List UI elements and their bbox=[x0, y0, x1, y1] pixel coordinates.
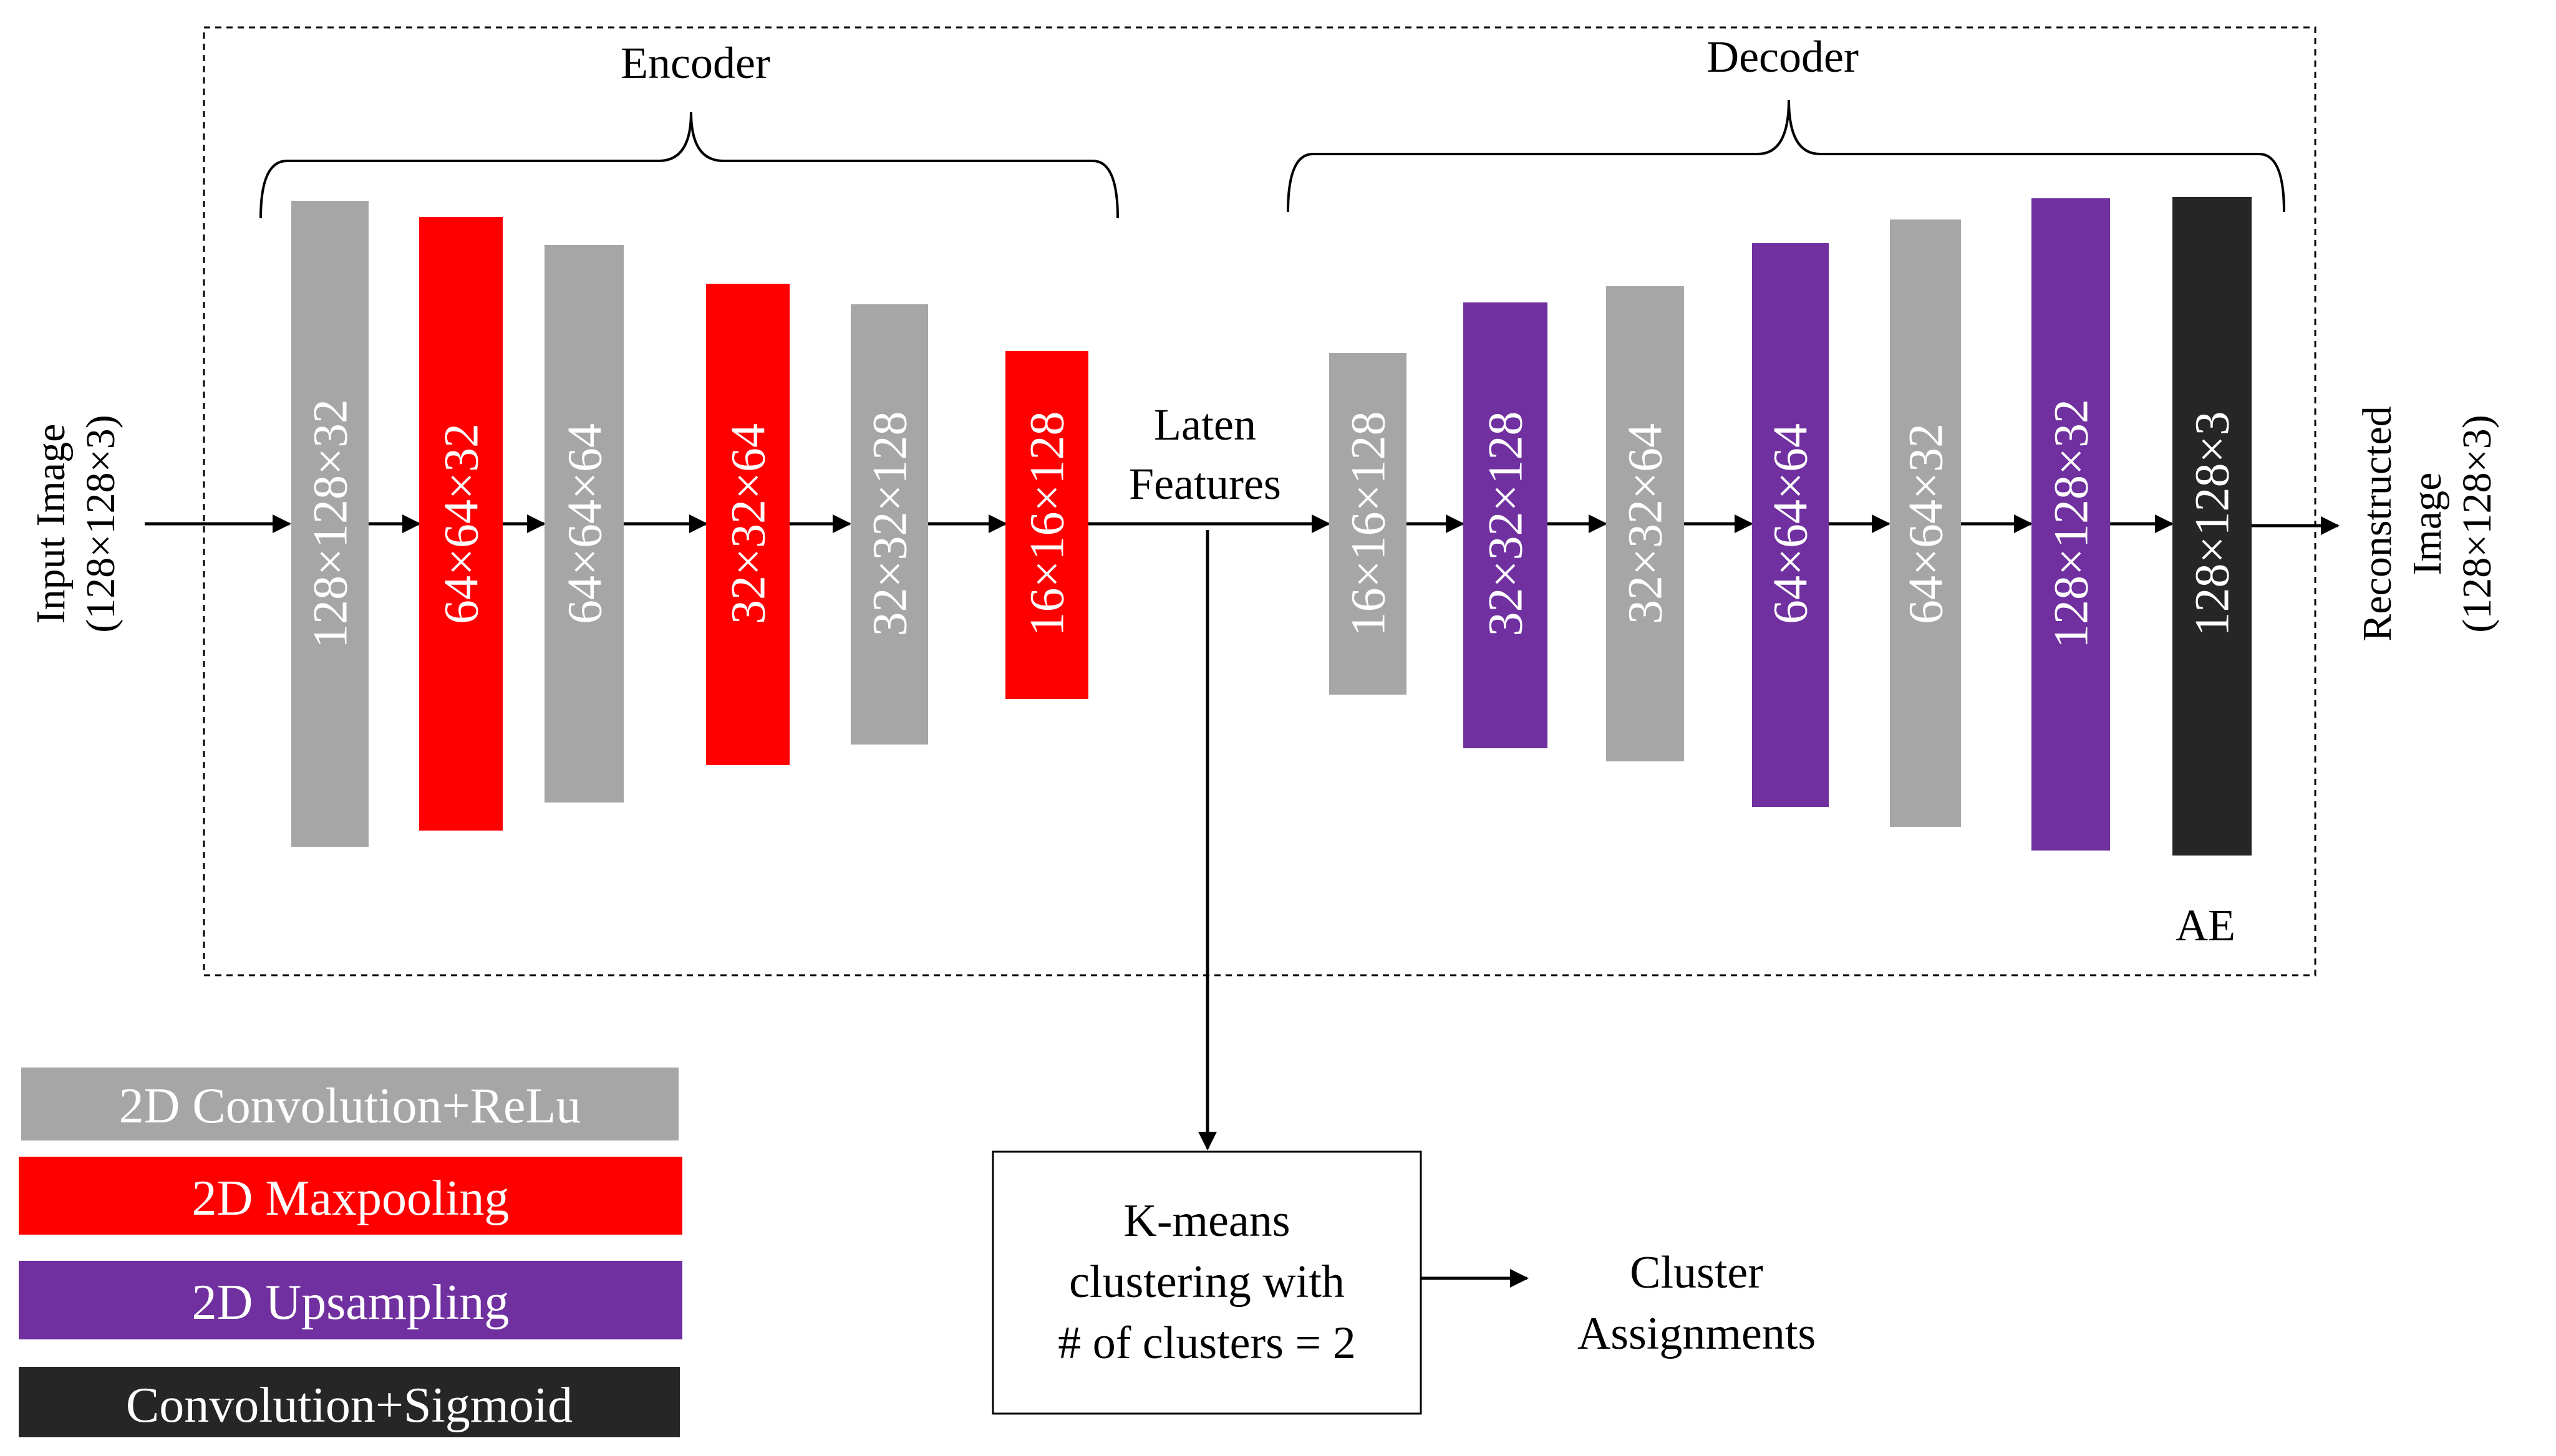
encoder-brace bbox=[259, 112, 1119, 219]
decoder-block-rect bbox=[1752, 243, 1829, 807]
encoder-block: 32×32×128 bbox=[851, 304, 928, 745]
ae-frame bbox=[203, 26, 2316, 976]
encoder-block: 64×64×32 bbox=[419, 217, 503, 831]
encoder-block-rect bbox=[545, 245, 624, 803]
input-label-line2: (128×128×3) bbox=[78, 415, 123, 632]
output-label-line2: Image bbox=[2404, 473, 2450, 576]
legend-swatch bbox=[19, 1261, 682, 1339]
decoder-block: 16×16×128 bbox=[1329, 353, 1406, 695]
decoder-block-label: 32×32×128 bbox=[1478, 412, 1532, 637]
legend-swatch bbox=[19, 1157, 682, 1235]
legend-swatch bbox=[21, 1068, 679, 1140]
decoder-block-label: 128×128×32 bbox=[2044, 399, 2098, 648]
legend-item: Convolution+Sigmoid bbox=[19, 1367, 680, 1437]
kmeans-line2: clustering with bbox=[1069, 1256, 1345, 1308]
decoder-block: 128×128×32 bbox=[2031, 198, 2110, 851]
output-label-line3: (128×128×3) bbox=[2454, 415, 2500, 632]
encoder-title: Encoder bbox=[621, 38, 770, 88]
encoder-block-rect bbox=[706, 284, 790, 765]
legend-swatch bbox=[19, 1367, 680, 1437]
decoder-block-label: 128×128×3 bbox=[2185, 412, 2239, 637]
encoder-block-label: 128×128×32 bbox=[303, 399, 357, 648]
decoder-block-rect bbox=[1890, 219, 1961, 827]
ae-label: AE bbox=[2176, 900, 2235, 950]
decoder-block-rect bbox=[2031, 198, 2110, 851]
decoder-block-label: 64×64×64 bbox=[1763, 423, 1818, 624]
legend-label: Convolution+Sigmoid bbox=[126, 1378, 573, 1433]
decoder-brace bbox=[1287, 99, 2285, 213]
kmeans-line3: # of clusters = 2 bbox=[1058, 1318, 1355, 1369]
encoder-block-label: 32×32×128 bbox=[863, 412, 917, 637]
legend-label: 2D Convolution+ReLu bbox=[119, 1079, 581, 1134]
decoder-block: 64×64×64 bbox=[1752, 243, 1829, 807]
encoder-block-label: 32×32×64 bbox=[721, 423, 775, 624]
encoder-block: 16×16×128 bbox=[1005, 351, 1088, 699]
decoder-block-rect bbox=[2172, 197, 2252, 856]
encoder-block-label: 64×64×64 bbox=[558, 423, 612, 624]
cluster-line1: Cluster bbox=[1630, 1247, 1763, 1298]
input-label-line1: Input Image bbox=[28, 424, 74, 624]
latent-label-line2: Features bbox=[1129, 459, 1281, 509]
legend: 2D Convolution+ReLu 2D Maxpooling 2D Ups… bbox=[19, 1068, 682, 1437]
kmeans-box bbox=[992, 1150, 1422, 1415]
legend-item: 2D Maxpooling bbox=[19, 1157, 682, 1235]
encoder-block: 32×32×64 bbox=[706, 284, 790, 765]
legend-label: 2D Maxpooling bbox=[192, 1171, 510, 1226]
encoder-block: 128×128×32 bbox=[291, 201, 369, 847]
legend-item: 2D Upsampling bbox=[19, 1261, 682, 1339]
decoder-block: 32×32×64 bbox=[1606, 286, 1684, 761]
encoder-block-rect bbox=[851, 304, 928, 745]
encoder-block-label: 16×16×128 bbox=[1020, 412, 1074, 637]
kmeans-line1: K-means bbox=[1123, 1195, 1290, 1246]
latent-label-line1: Laten bbox=[1154, 400, 1256, 450]
encoder-block-rect bbox=[1005, 351, 1088, 699]
cluster-line2: Assignments bbox=[1577, 1308, 1816, 1359]
encoder-block-label: 64×64×32 bbox=[434, 423, 488, 624]
decoder-block: 64×64×32 bbox=[1890, 219, 1961, 827]
output-label-line1: Reconstructed bbox=[2355, 406, 2400, 642]
decoder-block: 32×32×128 bbox=[1463, 302, 1547, 748]
legend-label: 2D Upsampling bbox=[192, 1275, 510, 1330]
decoder-block-rect bbox=[1463, 302, 1547, 748]
decoder-block-rect bbox=[1329, 353, 1406, 695]
decoder-block: 128×128×3 bbox=[2172, 197, 2252, 856]
decoder-block-label: 32×32×64 bbox=[1618, 423, 1672, 624]
legend-item: 2D Convolution+ReLu bbox=[21, 1068, 679, 1140]
decoder-block-label: 16×16×128 bbox=[1341, 412, 1395, 637]
encoder-block-rect bbox=[419, 217, 503, 831]
decoder-title: Decoder bbox=[1706, 32, 1859, 82]
encoder-block: 64×64×64 bbox=[545, 245, 624, 803]
flow-arrows bbox=[145, 514, 2340, 1288]
encoder-block-rect bbox=[291, 201, 369, 847]
decoder-block-label: 64×64×32 bbox=[1899, 423, 1953, 624]
decoder-block-rect bbox=[1606, 286, 1684, 761]
